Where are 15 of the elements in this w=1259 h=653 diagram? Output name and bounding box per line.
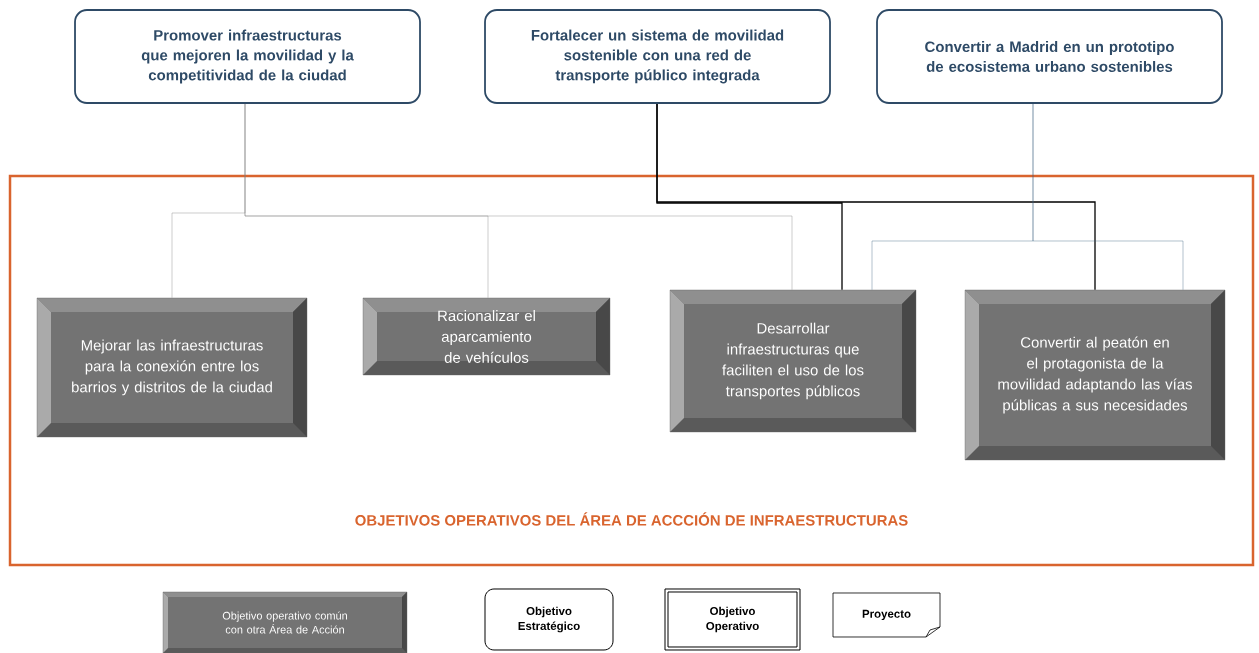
goal-box: Fortalecer un sistema de movilidad sostenible con una red de transporte público integrada — [484, 9, 831, 104]
connector-line — [1032, 103, 1184, 290]
connector-line — [244, 103, 793, 290]
goal-box: Promover infraestructuras que mejoren la movilidad y la competitividad de la ciudad — [74, 9, 421, 104]
objective-box: Desarrollar infraestructuras que faciliten el uso de los transportes públicos — [669, 289, 917, 433]
objective-box: Racionalizar el aparcamiento de vehículos — [362, 297, 611, 376]
objective-box: Mejorar las infraestructuras para la conexión entre los barrios y distritos de la ciudad — [36, 297, 308, 438]
objective-box: Convertir al peatón en el protagonista de la movilidad adaptando las vías públicas a sus necesidades — [964, 289, 1226, 461]
area-title: OBJETIVOS OPERATIVOS DEL ÁREA DE ACCCIÓN DE INFRAESTRUCTURAS — [355, 512, 908, 526]
goal-box: Convertir a Madrid en un prototipo de ecosistema urbano sostenibles — [876, 9, 1223, 104]
connector-line — [656, 103, 1096, 291]
legend-sample: Objetivo Operativo — [664, 588, 801, 651]
legend-sample: Objetivo operativo común con otra Área de Acción — [162, 591, 408, 653]
legend-sample: Proyecto — [832, 592, 941, 638]
legend-sample: Objetivo Estratégico — [484, 588, 614, 651]
